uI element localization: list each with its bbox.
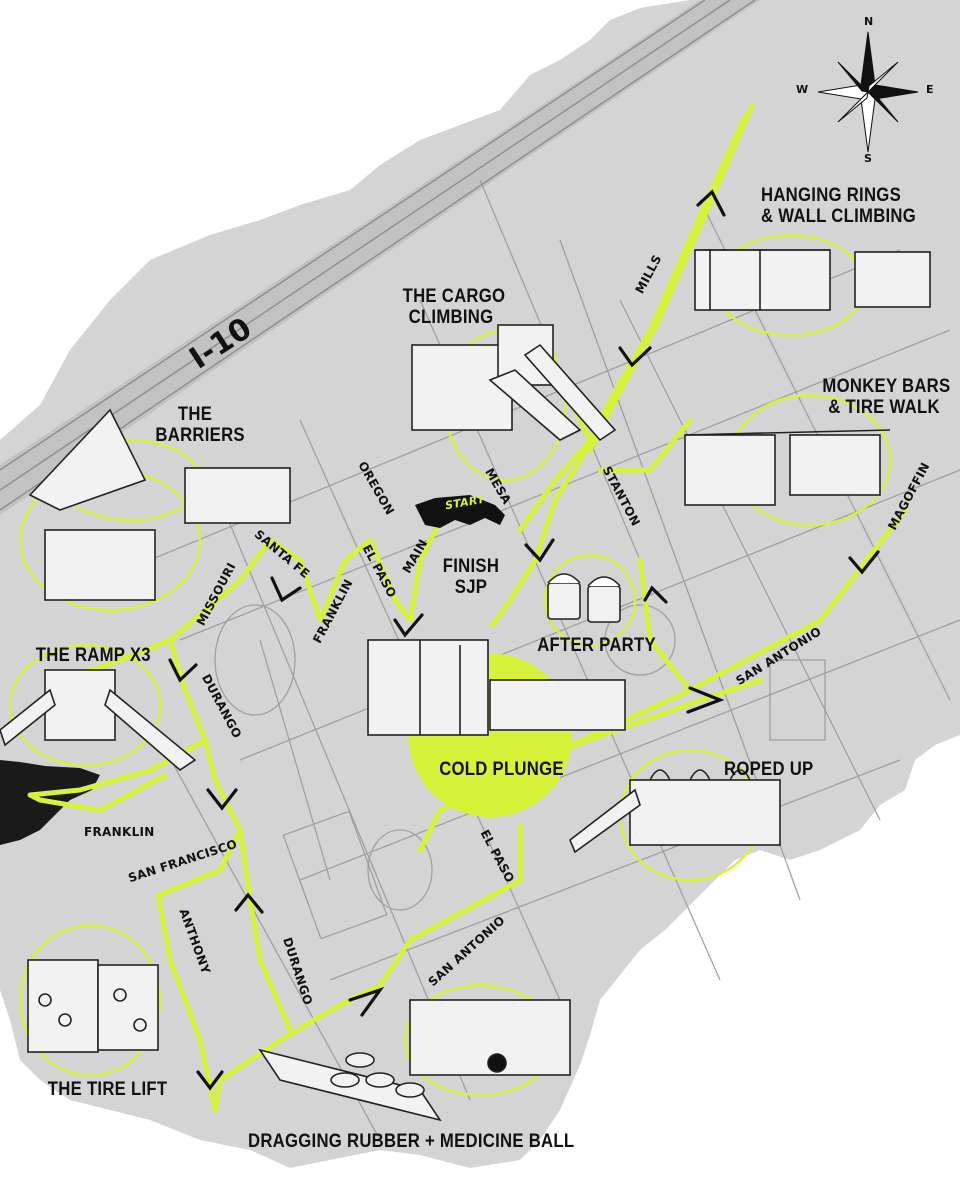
ramp-sketch	[0, 669, 197, 772]
hanging-rings-sketch	[694, 249, 931, 311]
station-label-hanging-rings: HANGING RINGS & WALL CLIMBING	[761, 185, 917, 227]
station-label-after-party: AFTER PARTY	[537, 635, 656, 656]
station-label-dragging-rubber: DRAGGING RUBBER + MEDICINE BALL	[248, 1131, 575, 1152]
tire-lift-sketch	[27, 959, 159, 1053]
monkey-bars-sketch	[684, 429, 891, 506]
compass-east-label: E	[926, 83, 934, 96]
barriers-sketch	[28, 408, 291, 601]
dragging-rubber-sketch	[258, 999, 571, 1122]
compass-west-label: W	[796, 83, 809, 96]
cold-plunge-building-sketch	[367, 639, 626, 736]
compass-rose-icon	[817, 31, 919, 153]
obstacle-sketches	[0, 249, 931, 1122]
beer-mugs-icon	[547, 573, 621, 623]
station-label-monkey-bars: MONKEY BARS & TIRE WALK	[822, 376, 951, 418]
station-label-tire-lift: THE TIRE LIFT	[47, 1079, 168, 1100]
station-label-finish: FINISH SJP	[442, 556, 500, 598]
roped-up-sketch	[569, 769, 781, 854]
station-label-cold-plunge: COLD PLUNGE	[439, 759, 564, 780]
compass-south-label: S	[864, 152, 873, 165]
station-label-cargo-climbing: THE CARGO CLIMBING	[402, 286, 506, 328]
torn-paper-edge	[600, 735, 960, 1200]
cargo-climbing-sketch	[411, 324, 617, 442]
highway-band	[0, 0, 760, 515]
station-label-barriers: THE BARRIERS	[155, 404, 245, 446]
street-franklin-west: FRANKLIN	[84, 825, 155, 839]
compass-north-label: N	[864, 15, 874, 28]
start-marker-icon	[415, 495, 505, 528]
highway-edge	[0, 0, 756, 511]
route-arrows	[168, 189, 880, 1091]
station-label-roped-up: ROPED UP	[724, 759, 814, 780]
station-label-ramp: THE RAMP X3	[35, 645, 151, 666]
